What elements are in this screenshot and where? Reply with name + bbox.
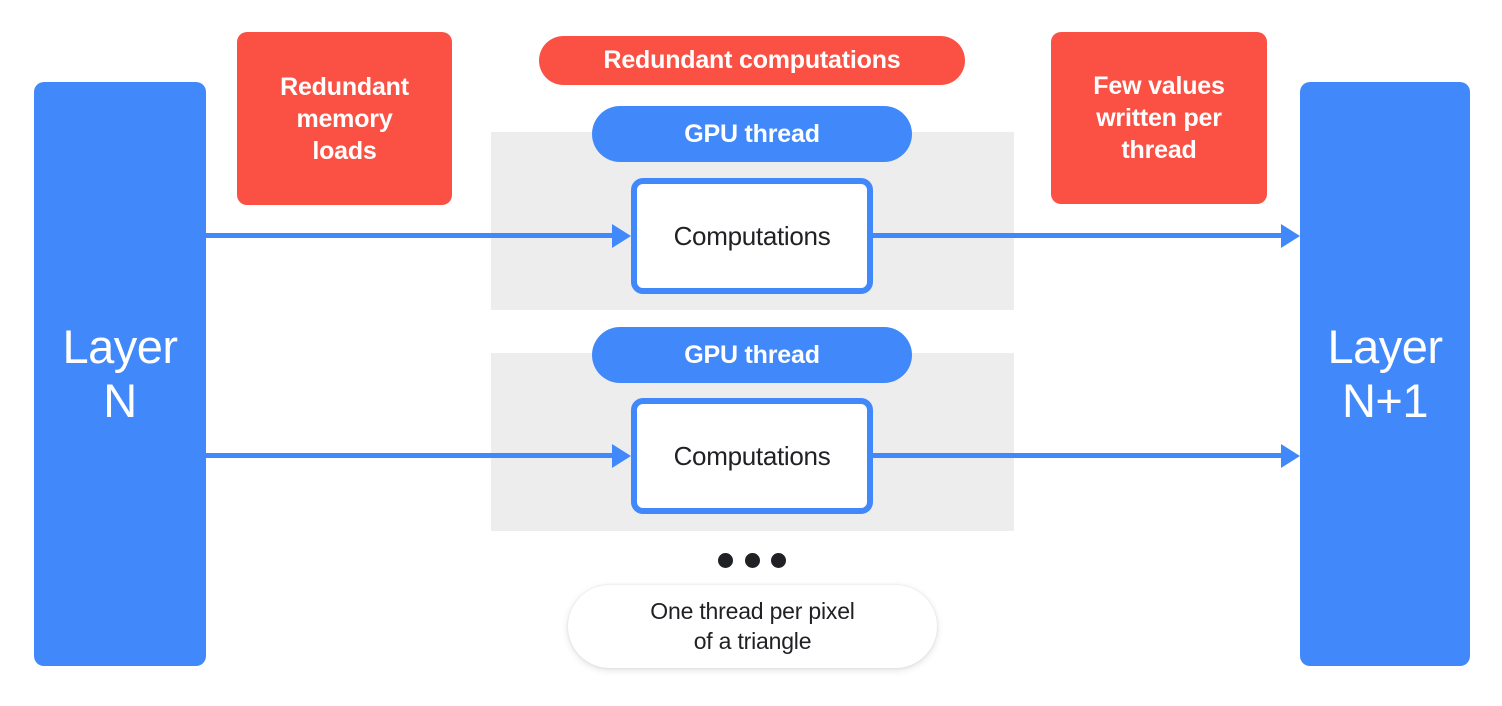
computations-box-1: Computations — [631, 178, 873, 294]
ellipsis-dot — [718, 552, 733, 568]
ellipsis-dot — [744, 552, 760, 568]
arrow-head-input-2 — [612, 444, 631, 468]
computations-box-2: Computations — [631, 398, 873, 514]
callout-few-values-written: Few values written per thread — [1051, 32, 1267, 204]
arrow-head-input-1 — [612, 224, 631, 248]
arrow-head-output-1 — [1281, 224, 1300, 248]
arrow-head-output-2 — [1281, 444, 1300, 468]
caption-one-thread-per-pixel: One thread per pixel of a triangle — [568, 585, 937, 668]
gpu-thread-pill-2: GPU thread — [592, 327, 912, 383]
gpu-thread-pill-1: GPU thread — [592, 106, 912, 162]
flow-line-input-2 — [202, 453, 614, 458]
callout-redundant-computations: Redundant computations — [539, 36, 965, 85]
callout-redundant-memory-loads: Redundant memory loads — [237, 32, 452, 205]
layer-n-plus-1-block: Layer N+1 — [1300, 82, 1470, 666]
flow-line-input-1 — [202, 233, 614, 238]
layer-n-block: Layer N — [34, 82, 206, 666]
ellipsis-dots — [718, 552, 786, 568]
ellipsis-dot — [771, 552, 786, 568]
flow-line-output-1 — [871, 233, 1283, 238]
flow-line-output-2 — [871, 453, 1283, 458]
